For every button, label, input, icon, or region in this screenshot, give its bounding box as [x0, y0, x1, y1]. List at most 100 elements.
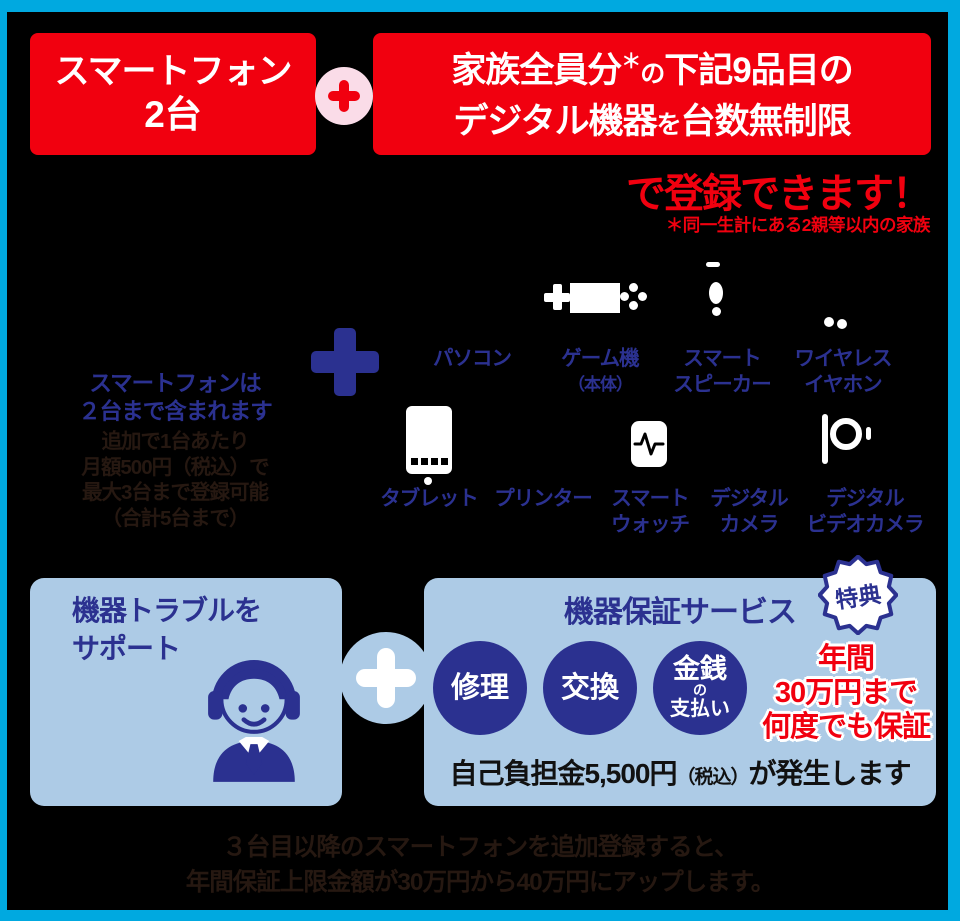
- label-line1: パソコン: [433, 347, 512, 370]
- footer-line2: 年間保証上限金額が30万円から40万円にアップします。: [185, 869, 776, 896]
- additional-fee-note: 追加で1台あたり 月額500円（税込）で 最大3台まで登録可能 （合計5台まで）: [43, 429, 307, 531]
- support-box: 機器トラブルを サポート: [30, 578, 342, 806]
- dpad-vertical: [553, 284, 562, 310]
- label-line2: イヤホン: [804, 373, 882, 396]
- digital-camera-icon: [712, 415, 778, 470]
- label-line1: デジタル: [710, 487, 789, 510]
- fee-note-line3: 最大3台まで登録可能: [82, 481, 269, 504]
- support-title-line1: 機器トラブルを: [72, 595, 262, 626]
- payment-circle: 金銭 の 支払い: [653, 641, 747, 735]
- device-label-digital-camera: デジタル カメラ: [679, 486, 819, 538]
- plus-vertical-bar: [339, 80, 349, 112]
- device-label-smartwatch: スマート ウォッチ: [580, 486, 720, 538]
- header-plus-icon: [315, 67, 373, 125]
- bonus-badge-label: 特典: [833, 580, 883, 614]
- exchange-circle: 交換: [543, 641, 637, 735]
- box2-text-family: 家族全員分: [451, 51, 622, 90]
- box2-particle-wo: を: [656, 111, 682, 139]
- earbud-left: [824, 317, 834, 327]
- device-label-digital-video-camera: デジタル ビデオカメラ: [795, 486, 935, 538]
- big-plus-icon: [311, 328, 379, 396]
- count-note-line1: スマートフォンは: [89, 371, 261, 396]
- exchange-label: 交換: [560, 672, 619, 704]
- box2-text-digital-devices: デジタル機器: [453, 102, 657, 141]
- speaker-driver: [709, 282, 723, 304]
- label-line1: デジタル: [826, 487, 905, 510]
- coverage-highlight: 年間 30万円まで 何度でも保証: [756, 642, 936, 744]
- tablet-home-button: [424, 477, 432, 485]
- button-left: [620, 292, 629, 301]
- deductible-amount: 自己負担金5,500円: [449, 758, 677, 789]
- footer-note: ３台目以降のスマートフォンを追加登録すると、 年間保証上限金額が30万円から40…: [0, 830, 960, 900]
- console-screen: [570, 283, 620, 313]
- camera-notch: [866, 427, 871, 440]
- label-line2: ビデオカメラ: [806, 513, 925, 536]
- smartphone-count-note: スマートフォンは ２台まで含まれます: [55, 370, 295, 426]
- support-title-line2: サポート: [72, 633, 181, 664]
- camera-side-bar: [822, 414, 828, 464]
- device-label-pc: パソコン: [402, 346, 542, 372]
- label-line1: プリンター: [494, 487, 593, 510]
- deductible-suffix: が発生します: [748, 758, 912, 789]
- bottom-plus-icon: [340, 632, 432, 724]
- tablet-app-square: [441, 458, 448, 465]
- header-box2-line1: 家族全員分＊の下記9品目の: [451, 39, 854, 98]
- header-box2-line2: デジタル機器を台数無制限: [453, 98, 852, 149]
- label-line1: スマート: [611, 487, 689, 510]
- button-right: [638, 292, 647, 301]
- deductible-tax: （税込）: [676, 767, 750, 788]
- fee-note-line1: 追加で1台あたり: [101, 430, 250, 453]
- fee-note-line4: （合計5台まで）: [101, 506, 250, 530]
- support-title: 機器トラブルを サポート: [72, 592, 262, 668]
- heartbeat-line: [633, 432, 665, 456]
- device-label-game-console: ゲーム機 （本体）: [530, 346, 670, 398]
- plus-vertical-bar: [377, 648, 395, 708]
- bonus-badge: 特典: [818, 555, 898, 635]
- tablet-app-square: [411, 458, 418, 465]
- speaker-dot: [712, 307, 721, 316]
- label-line1: タブレット: [380, 487, 479, 510]
- footer-line1: ３台目以降のスマートフォンを追加登録すると、: [222, 834, 738, 861]
- header-box-smartphones: スマートフォン 2台: [30, 33, 316, 155]
- printer-icon: [505, 408, 581, 470]
- support-agent-icon: [208, 659, 300, 782]
- device-label-smart-speaker: スマート スピーカー: [652, 346, 792, 398]
- tagline: で登録できます！: [626, 172, 932, 216]
- payment-label-line2: の: [693, 681, 707, 698]
- payment-label-line1: 金銭: [673, 653, 727, 684]
- label-line2: カメラ: [719, 513, 780, 536]
- highlight-line3: 何度でも保証: [761, 711, 931, 743]
- button-top: [629, 283, 638, 292]
- box2-text-unlimited: 台数無制限: [680, 102, 852, 141]
- speaker-slit: [706, 262, 720, 267]
- label-line2: ウォッチ: [611, 513, 690, 536]
- pc-icon: [430, 268, 514, 332]
- box2-asterisk: ＊: [621, 51, 641, 73]
- box2-particle-no: の: [640, 60, 665, 88]
- count-note-line2: ２台まで含まれます: [78, 399, 273, 424]
- fee-note-line2: 月額500円（税込）で: [81, 455, 269, 479]
- highlight-line2: 30万円まで: [774, 677, 918, 709]
- header-box1-line2: 2台: [144, 94, 202, 135]
- header-box1-line1: スマートフォン: [54, 52, 293, 91]
- camera-lens-ring: [830, 418, 862, 450]
- label-line1: ワイヤレス: [794, 347, 893, 370]
- repair-label: 修理: [450, 672, 509, 704]
- label-line1: ゲーム機: [561, 347, 639, 370]
- earbud-right: [837, 319, 847, 329]
- label-line2: （本体）: [568, 375, 633, 394]
- device-label-printer: プリンター: [473, 486, 613, 512]
- highlight-line1: 年間: [817, 643, 875, 675]
- tablet-app-square: [431, 458, 438, 465]
- warranty-title: 機器保証サービス: [564, 596, 797, 629]
- header-box-family-devices: 家族全員分＊の下記9品目の デジタル機器を台数無制限: [373, 33, 931, 155]
- deductible-note: 自己負担金5,500円（税込）が発生します: [424, 752, 936, 792]
- label-line2: スピーカー: [673, 373, 772, 396]
- starburst-icon: [818, 555, 898, 635]
- repair-circle: 修理: [433, 641, 527, 735]
- payment-label-line3: 支払い: [670, 697, 730, 720]
- device-label-wireless-earphones: ワイヤレス イヤホン: [773, 346, 913, 398]
- footnote: ＊同一生計にある2親等以内の家族: [665, 215, 931, 235]
- label-line1: スマート: [683, 347, 761, 370]
